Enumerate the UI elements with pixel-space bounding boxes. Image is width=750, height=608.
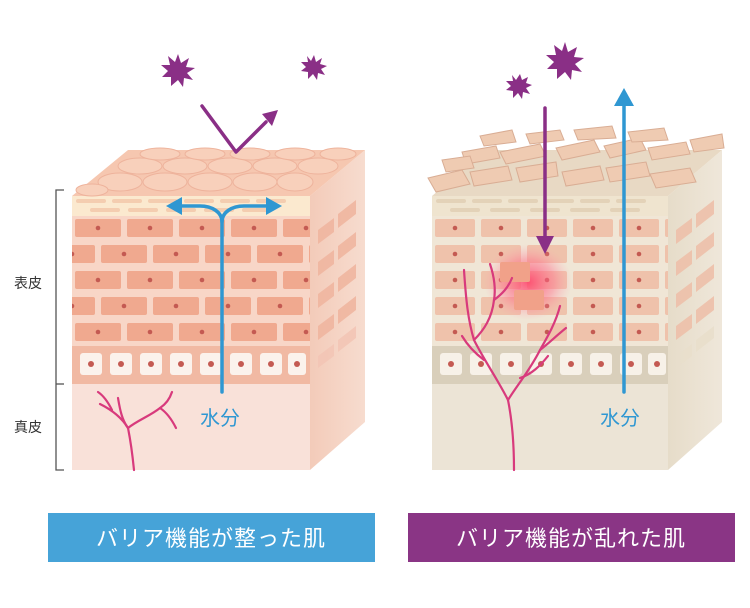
healthy-caption-background (48, 513, 375, 562)
healthy-water-arrow (166, 197, 282, 394)
healthy-irritant-icon-small (301, 55, 327, 80)
healthy-caption-text: バリア機能が整った肌 (96, 527, 326, 552)
inflamed-cells (500, 262, 544, 310)
damaged-caption: バリア機能が乱れた肌 (408, 513, 735, 562)
damaged-caption-text: バリア機能が乱れた肌 (456, 527, 686, 552)
healthy-capillary (96, 390, 178, 472)
dermis-label: 真皮 (14, 420, 42, 436)
healthy-water-label: 水分 (200, 406, 240, 430)
damaged-water-arrow (614, 88, 634, 394)
layer-bracket (55, 189, 64, 471)
healthy-caption: バリア機能が整った肌 (48, 513, 375, 562)
healthy-side-bricks (318, 200, 356, 368)
healthy-side-face (310, 150, 365, 470)
damaged-irritant-icon-large (546, 42, 584, 80)
damaged-capillary (460, 262, 568, 472)
healthy-top-scales (75, 147, 357, 197)
damaged-side-bricks (676, 200, 714, 368)
damaged-penetrate-arrow (536, 106, 554, 254)
healthy-deflect-arrow (200, 104, 278, 154)
damaged-irritant-icon-small (506, 74, 532, 99)
healthy-skin-block (72, 147, 365, 472)
damaged-caption-background (408, 513, 735, 562)
healthy-irritant-icon-large (161, 54, 195, 87)
damaged-skin-block (427, 125, 725, 472)
damaged-dermis (432, 384, 668, 470)
epidermis-label: 表皮 (14, 276, 42, 292)
healthy-basal-cells (80, 353, 306, 375)
healthy-dermis (72, 384, 310, 470)
damaged-water-label: 水分 (600, 406, 640, 430)
